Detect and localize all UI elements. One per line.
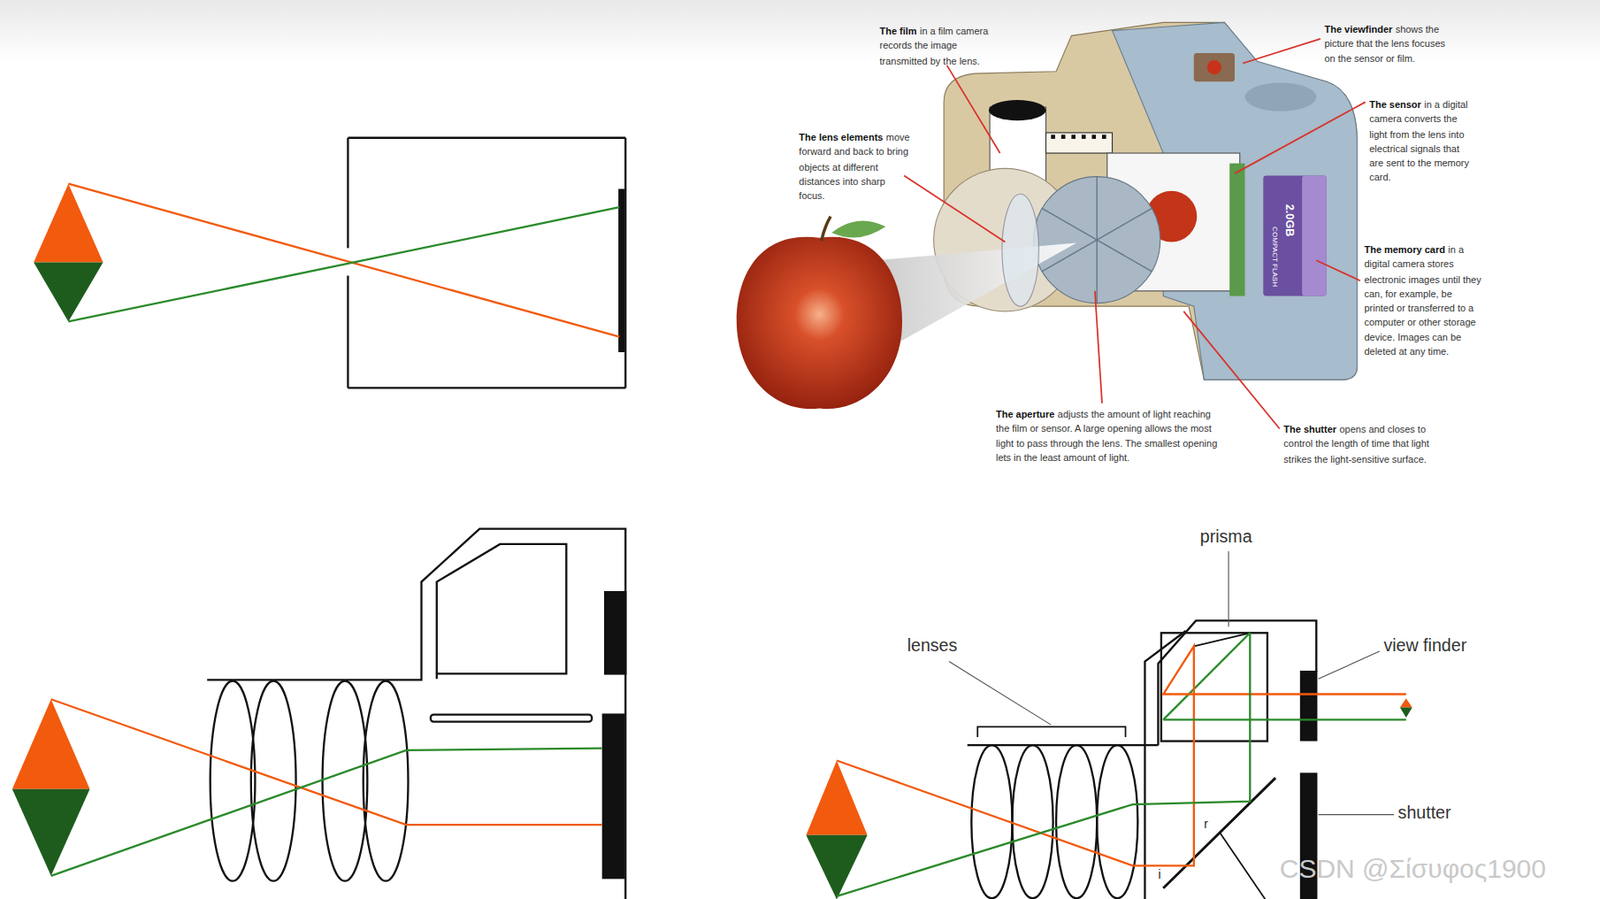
callout: The lens elementsmove forward and back t… <box>798 130 912 204</box>
callout: The viewfindershows the picture that the… <box>1324 22 1450 66</box>
angle-label: r <box>1202 816 1210 831</box>
callout: The sensorin a digital camera converts t… <box>1369 98 1471 186</box>
callout-heading: The memory card <box>1363 244 1445 256</box>
angle-label: i <box>1156 867 1162 882</box>
card-type: COMPACT FLASH <box>1271 226 1279 287</box>
callout-text: in a digital camera stores electronic im… <box>1363 244 1481 358</box>
watermark: CSDN @Σίσυφος1900 <box>1279 852 1547 885</box>
camera-cutaway <box>736 22 1358 409</box>
callout: The filmin a film camera records the ima… <box>879 24 998 69</box>
callout-heading: The shutter <box>1283 423 1337 436</box>
card-capacity: 2.0GB <box>1283 204 1296 238</box>
callout: The apertureadjusts the amount of light … <box>995 406 1221 466</box>
part-label: shutter <box>1398 803 1452 824</box>
part-label: lenses <box>907 635 958 657</box>
pinhole-camera <box>33 137 626 389</box>
callout-heading: The viewfinder <box>1324 23 1394 36</box>
part-label: prisma <box>1200 526 1253 547</box>
part-label: view finder <box>1383 635 1467 657</box>
lens-camera <box>12 528 626 899</box>
callout-heading: The aperture <box>995 407 1055 420</box>
callout-heading: The film <box>879 25 917 38</box>
callout: The memory cardin a digital camera store… <box>1363 243 1483 360</box>
top-shade <box>0 0 1600 62</box>
leader-lines <box>903 38 1365 429</box>
callout-text: in a digital camera converts the light f… <box>1369 99 1470 184</box>
callout: The shutteropens and closes to control t… <box>1283 422 1442 467</box>
callout-heading: The lens elements <box>798 131 883 144</box>
slr-camera <box>805 551 1412 899</box>
callout-heading: The sensor <box>1369 99 1421 111</box>
